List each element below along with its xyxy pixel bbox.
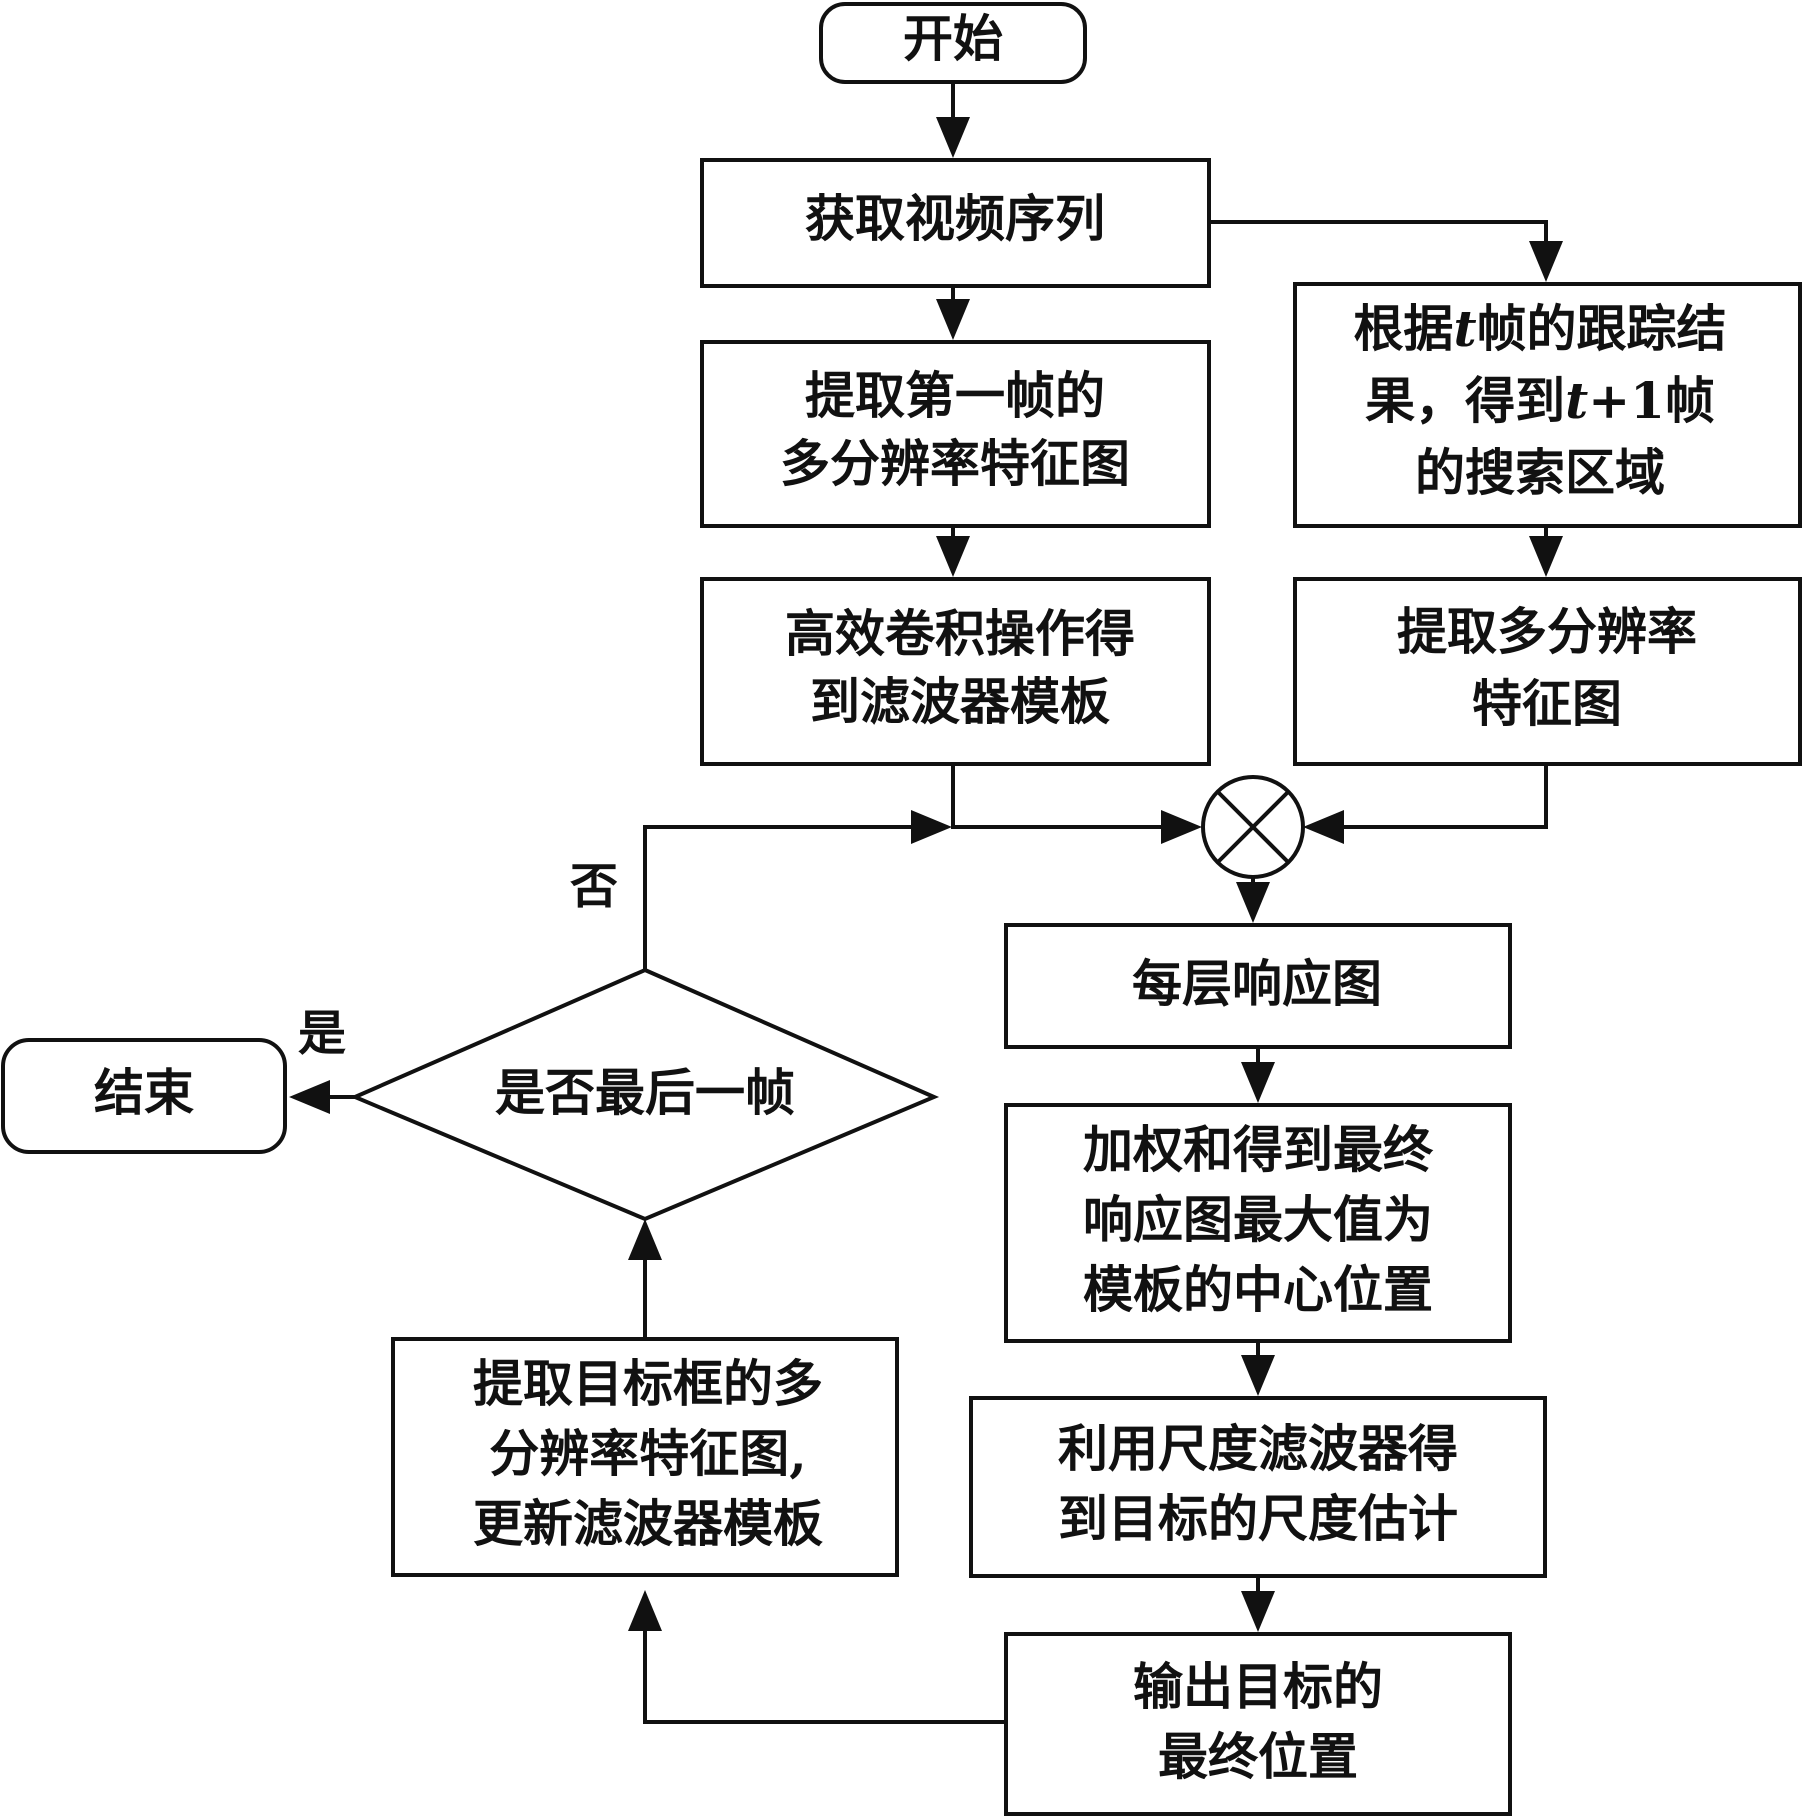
start-text: 开始	[903, 9, 1003, 68]
arrowhead-output	[1241, 1591, 1275, 1632]
node-text-run: 提取第一帧的	[805, 366, 1105, 425]
arrowhead-first-frame	[936, 299, 970, 340]
arrowhead-acquire	[936, 117, 970, 158]
arrowhead-multiply-right	[1303, 810, 1344, 844]
start-node	[819, 2, 1087, 84]
node-text-run: 更新滤波器模板	[473, 1494, 823, 1553]
node-text-run: 分辨率特征图,	[489, 1424, 806, 1483]
acquire-node	[700, 158, 1211, 288]
node-text-run: 是否最后一帧	[495, 1063, 795, 1122]
arrowhead-weighted	[1241, 1062, 1275, 1103]
output-node	[1004, 1632, 1512, 1816]
arrowhead-response	[1236, 882, 1270, 923]
weighted-text: 加权和得到最终响应图最大值为模板的中心位置	[1083, 1120, 1434, 1319]
arrowhead-loop-back	[911, 810, 952, 844]
node-text-run: 的搜索区域	[1415, 443, 1665, 502]
multiply-cross-b	[1216, 790, 1290, 864]
edge-decision-loop-back	[643, 825, 925, 970]
end-node	[1, 1038, 287, 1154]
arrowhead-end	[289, 1080, 330, 1114]
response-node	[1004, 923, 1512, 1049]
extract-features-text: 提取多分辨率特征图	[1397, 602, 1697, 733]
search-node	[1293, 282, 1802, 528]
edges	[289, 82, 1563, 1724]
node-text-run: 利用尺度滤波器得	[1058, 1419, 1458, 1478]
node-text-run: 开始	[903, 9, 1003, 68]
edge-output-to-update	[643, 1617, 1006, 1724]
node-text-run: t	[1565, 371, 1588, 430]
arrowhead-search	[1529, 241, 1563, 282]
node-text-run: 响应图最大值为	[1083, 1190, 1433, 1249]
arrowhead-decision	[628, 1219, 662, 1260]
node-text-run: 模板的中心位置	[1083, 1260, 1433, 1319]
update-text: 提取目标框的多分辨率特征图, 更新滤波器模板	[473, 1354, 823, 1553]
node-text-run: 获取视频序列	[805, 189, 1105, 248]
node-text-run: 多分辨率特征图	[780, 434, 1130, 493]
node-text-run: 每层响应图	[1132, 954, 1382, 1013]
node-text-run: 帧的跟踪结	[1477, 299, 1727, 358]
scale-text: 利用尺度滤波器得到目标的尺度估计	[1058, 1419, 1458, 1548]
arrowhead-update	[628, 1590, 662, 1631]
weighted-node	[1004, 1103, 1512, 1343]
yes-label: 是	[298, 1006, 346, 1062]
arrowhead-conv	[936, 536, 970, 577]
edge-acquire-to-search	[1209, 220, 1548, 255]
first-frame-text: 提取第一帧的多分辨率特征图	[780, 366, 1130, 493]
arrowhead-scale	[1241, 1355, 1275, 1396]
node-text-run: 最终位置	[1158, 1727, 1358, 1786]
edge-labels: 是 否	[298, 859, 618, 1062]
node-text-run: 高效卷积操作得	[785, 604, 1135, 663]
node-text-run: t	[1453, 299, 1476, 358]
search-text: 根据t帧的跟踪结果，得到t+1帧的搜索区域	[1353, 299, 1726, 502]
scale-node	[969, 1396, 1547, 1578]
node-text-run: 特征图	[1472, 674, 1622, 733]
node-text-run: 提取多分辨率	[1397, 602, 1697, 661]
response-text: 每层响应图	[1132, 954, 1382, 1013]
edge-extract-features-to-multiply	[1330, 764, 1548, 829]
node-text-run: 输出目标的	[1133, 1657, 1383, 1716]
acquire-text: 获取视频序列	[805, 189, 1105, 248]
decision-node	[349, 967, 940, 1222]
node-text-run: 到目标的尺度估计	[1058, 1489, 1458, 1548]
node-text-run: +1帧	[1588, 371, 1715, 430]
node-text-run: 提取目标框的多	[473, 1354, 823, 1413]
node-text-run: 结束	[94, 1063, 194, 1122]
conv-text: 高效卷积操作得到滤波器模板	[785, 604, 1135, 731]
node-text-run: 加权和得到最终	[1083, 1120, 1434, 1179]
output-text: 输出目标的最终位置	[1133, 1657, 1383, 1786]
no-label: 否	[570, 859, 618, 915]
first-frame-node	[700, 340, 1211, 528]
extract-features-node	[1293, 577, 1802, 766]
decision-text: 是否最后一帧	[495, 1063, 795, 1122]
arrowhead-multiply-left	[1161, 810, 1202, 844]
update-node	[391, 1337, 899, 1577]
node-text-run: 到滤波器模板	[810, 672, 1110, 731]
edge-conv-to-multiply	[951, 764, 1175, 829]
end-text: 结束	[94, 1063, 194, 1122]
node-text-run: 根据	[1353, 299, 1453, 358]
arrowhead-extract-features	[1529, 536, 1563, 577]
conv-node	[700, 577, 1211, 766]
node-text-run: 果，得到	[1365, 371, 1565, 430]
